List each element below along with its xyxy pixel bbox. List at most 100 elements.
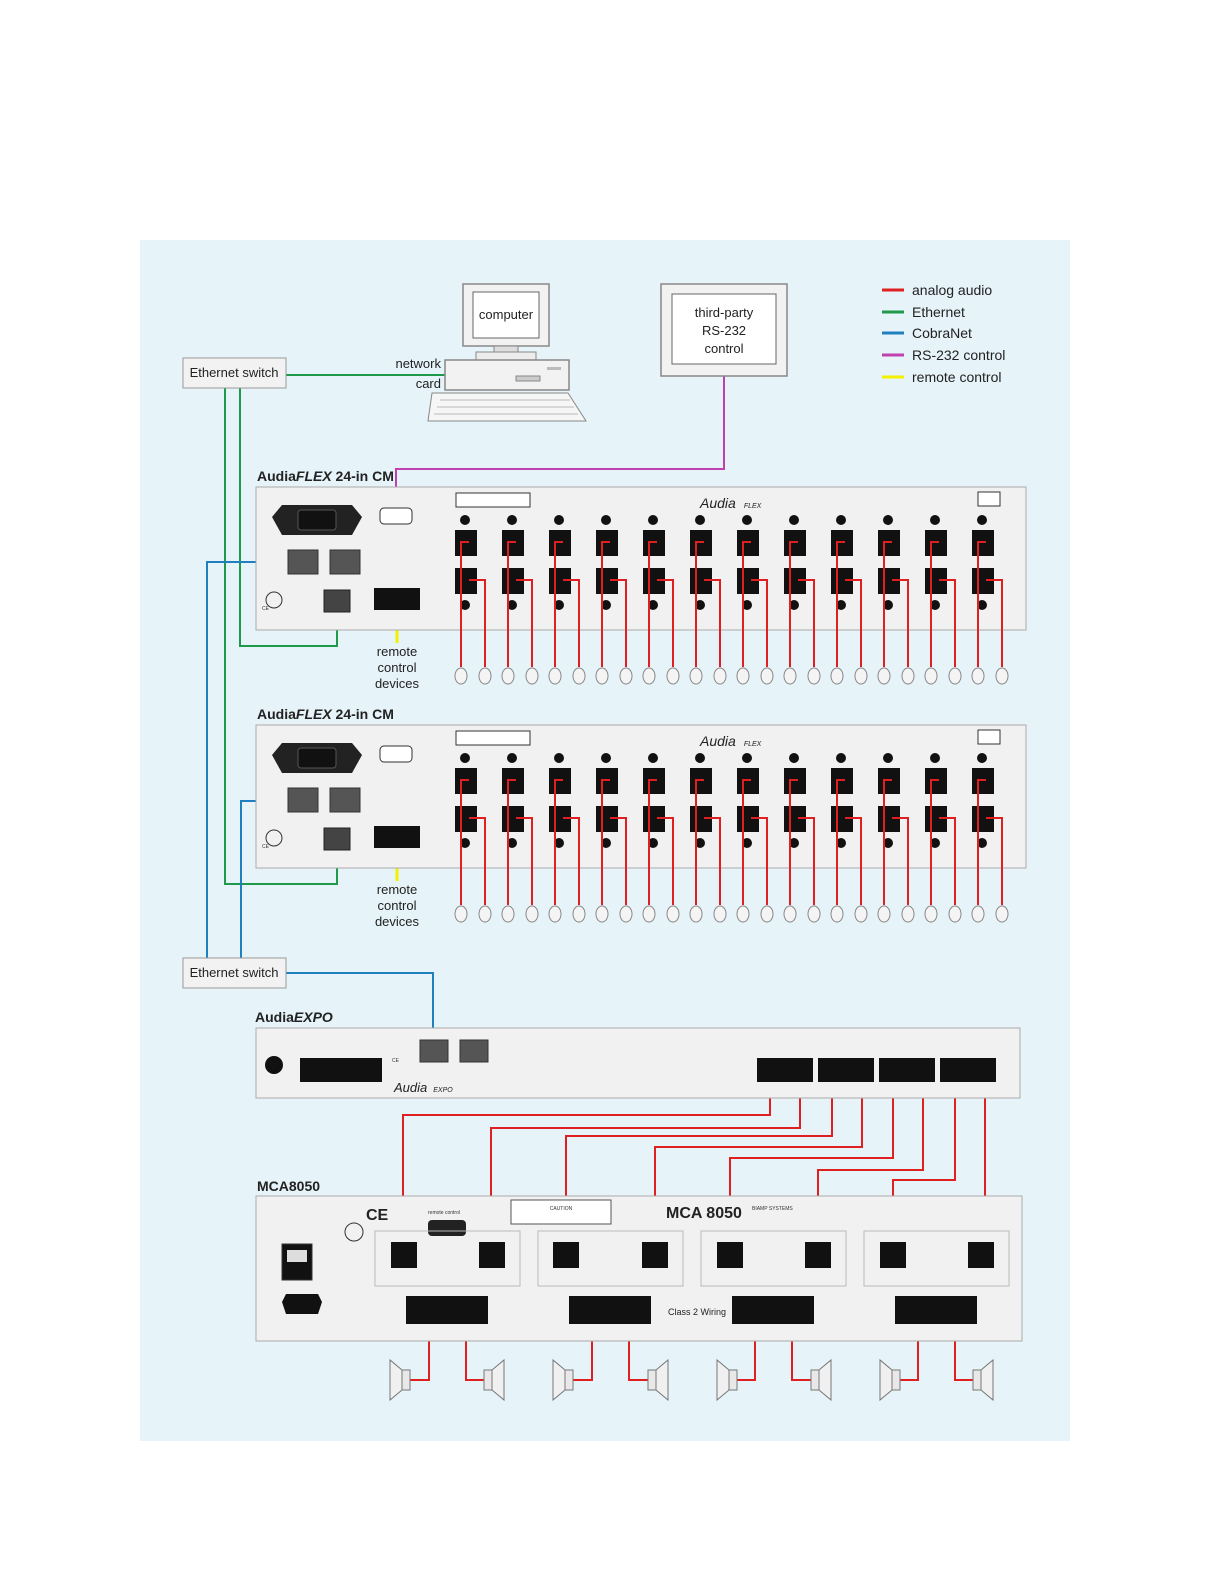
mic-cable — [883, 541, 892, 667]
microphone-icon — [901, 667, 915, 685]
cobranet-primary-port — [287, 787, 319, 813]
microphone-icon — [525, 667, 539, 685]
mic-cable — [610, 579, 627, 667]
mounting-screw-icon — [930, 753, 940, 763]
legend-item-ethernet: Ethernet — [882, 304, 965, 320]
microphone-icon — [995, 667, 1009, 685]
legend-label: remote control — [912, 369, 1001, 385]
mounting-screw-icon — [836, 515, 846, 525]
mic-cable — [836, 541, 845, 667]
microphone-icon — [807, 667, 821, 685]
mounting-screw-icon — [742, 838, 752, 848]
mic-cable — [836, 779, 845, 905]
speakers — [389, 1358, 994, 1402]
mics — [454, 779, 1009, 923]
mounting-screw-icon — [648, 515, 658, 525]
microphone-icon — [642, 667, 656, 685]
microphone-icon — [877, 667, 891, 685]
mic-cable — [930, 541, 939, 667]
remote-label-line: control — [377, 898, 416, 913]
mounting-screw-icon — [695, 838, 705, 848]
mic-cable — [601, 779, 610, 905]
microphone-icon — [666, 905, 680, 923]
mounting-screw-icon — [742, 600, 752, 610]
microphone-icon — [760, 905, 774, 923]
mic-cable — [554, 541, 563, 667]
mounting-screw-icon — [601, 753, 611, 763]
mounting-screw-icon — [930, 515, 940, 525]
microphone-icon — [854, 905, 868, 923]
mic-cable — [742, 541, 751, 667]
mics — [454, 541, 1009, 685]
mic-cable — [507, 779, 516, 905]
legend-label: analog audio — [912, 282, 992, 298]
microphone-icon — [501, 667, 515, 685]
mic-cable — [892, 817, 909, 905]
microphone-icon — [901, 905, 915, 923]
microphone-icon — [924, 667, 938, 685]
speaker-icon — [552, 1358, 574, 1402]
mounting-screw-icon — [883, 753, 893, 763]
remote-label-line: remote — [377, 882, 417, 897]
microphone-icon — [454, 905, 468, 923]
ce-mark: CE — [366, 1207, 389, 1224]
logic-inputs-terminal — [300, 1058, 382, 1082]
mounting-screw-icon — [930, 838, 940, 848]
mic-cable — [977, 541, 986, 667]
mounting-screw-icon — [977, 753, 987, 763]
microphone-icon — [877, 905, 891, 923]
expo-output-terminals — [757, 1058, 996, 1082]
flag-icon — [977, 491, 1001, 507]
microphone-icon — [830, 905, 844, 923]
remote-control-port — [428, 1220, 466, 1236]
mounting-screw-icon — [507, 753, 517, 763]
mic-cable — [751, 817, 768, 905]
mic-cable — [883, 779, 892, 905]
microphone-icon — [807, 905, 821, 923]
mounting-screw-icon — [977, 515, 987, 525]
mca-input-terminals — [391, 1242, 994, 1268]
mic-cable — [892, 579, 909, 667]
mounting-screw-icon — [648, 838, 658, 848]
microphone-icon — [548, 905, 562, 923]
microphone-icon — [501, 905, 515, 923]
remote-label-line: remote — [377, 644, 417, 659]
microphone-icon — [971, 905, 985, 923]
flag-icon — [977, 729, 1001, 745]
ethernet-port — [323, 589, 351, 613]
switch-label: Ethernet switch — [190, 365, 279, 380]
mounting-screw-icon — [554, 515, 564, 525]
third-party-label-line2: RS-232 — [702, 323, 746, 338]
ul-mark-icon — [265, 829, 283, 847]
microphone-icon — [736, 905, 750, 923]
microphone-icon — [572, 667, 586, 685]
mounting-screw-icon — [648, 753, 658, 763]
mounting-screw-icon — [554, 753, 564, 763]
microphone-icon — [454, 667, 468, 685]
mic-cable — [845, 817, 862, 905]
speaker-icon — [483, 1358, 505, 1402]
ul-mark-icon — [344, 1222, 364, 1242]
caution-text: CAUTION — [550, 1206, 573, 1212]
microphone-icon — [948, 905, 962, 923]
cobranet-secondary-port — [329, 787, 361, 813]
ethernet-switch-top: Ethernet switch — [182, 357, 287, 389]
speaker-icon — [716, 1358, 738, 1402]
svg-text:CE: CE — [392, 1058, 400, 1064]
cobranet-secondary-port — [329, 549, 361, 575]
microphone-icon — [971, 667, 985, 685]
remote-label-line: devices — [375, 914, 420, 929]
microphone-icon — [595, 905, 609, 923]
microphone-icon — [548, 667, 562, 685]
mounting-screw-icon — [460, 753, 470, 763]
speaker-wires — [410, 1325, 973, 1381]
mic-cable — [469, 579, 486, 667]
microphone-icon — [713, 905, 727, 923]
mounting-screw-icon — [695, 753, 705, 763]
mounting-screw-icon — [601, 600, 611, 610]
caution-label — [510, 1199, 612, 1225]
microphone-icon — [713, 667, 727, 685]
